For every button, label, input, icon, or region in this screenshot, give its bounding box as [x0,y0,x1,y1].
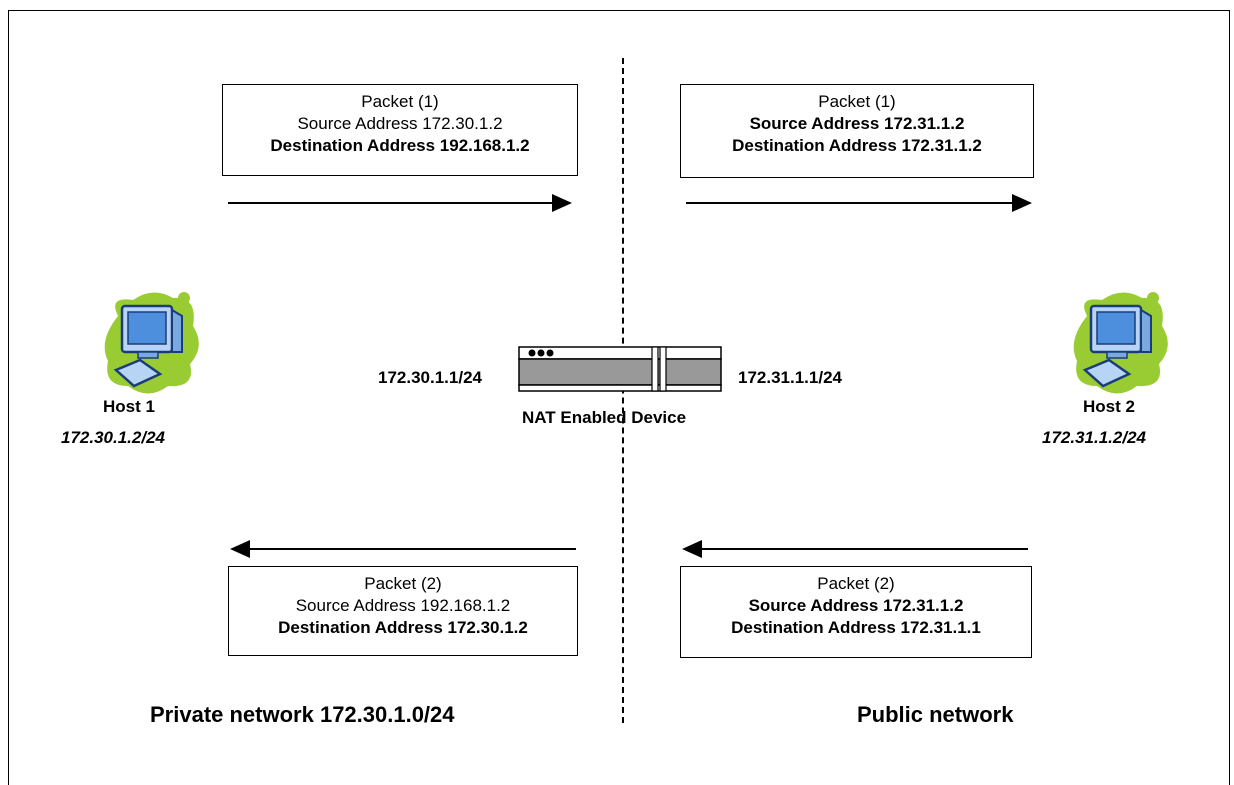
packet-destination: Destination Address 172.31.1.1 [731,618,981,637]
nat-device-label: NAT Enabled Device [522,408,687,427]
packet-source: Source Address 172.30.1.2 [297,114,503,133]
packet-source: Source Address 192.168.1.2 [295,596,511,615]
packet-source: Source Address 172.31.1.2 [748,596,964,615]
arrow-left-bottom-right [682,540,1028,558]
host1-ip: 172.30.1.2/24 [61,428,165,447]
arrow-right-top-left [228,194,572,212]
arrow-left-bottom-left [230,540,576,558]
arrow-right-top-right [686,194,1032,212]
packet-box-top-left: Packet (1) Source Address 172.30.1.2 Des… [222,84,578,176]
packet-title: Packet (2) [817,574,895,593]
packet-destination: Destination Address 172.30.1.2 [278,618,528,637]
packet-destination: Destination Address 192.168.1.2 [270,136,530,155]
host2-name: Host 2 [1083,397,1135,416]
public-network-label: Public network [857,702,1014,727]
router-icon [518,346,722,392]
computer-icon [1073,292,1168,394]
host2-ip: 172.31.1.2/24 [1042,428,1146,447]
diagram-frame [8,10,1230,785]
packet-box-bottom-left: Packet (2) Source Address 192.168.1.2 De… [228,566,578,656]
private-network-label: Private network 172.30.1.0/24 [150,702,455,727]
computer-icon [104,292,199,394]
host1-name: Host 1 [103,397,155,416]
packet-box-top-right: Packet (1) Source Address 172.31.1.2 Des… [680,84,1034,178]
packet-box-bottom-right: Packet (2) Source Address 172.31.1.2 Des… [680,566,1032,658]
packet-title: Packet (1) [361,92,439,111]
packet-title: Packet (2) [364,574,442,593]
nat-left-interface: 172.30.1.1/24 [378,368,482,387]
packet-source: Source Address 172.31.1.2 [749,114,965,133]
packet-destination: Destination Address 172.31.1.2 [732,136,982,155]
nat-right-interface: 172.31.1.1/24 [738,368,842,387]
packet-title: Packet (1) [818,92,896,111]
